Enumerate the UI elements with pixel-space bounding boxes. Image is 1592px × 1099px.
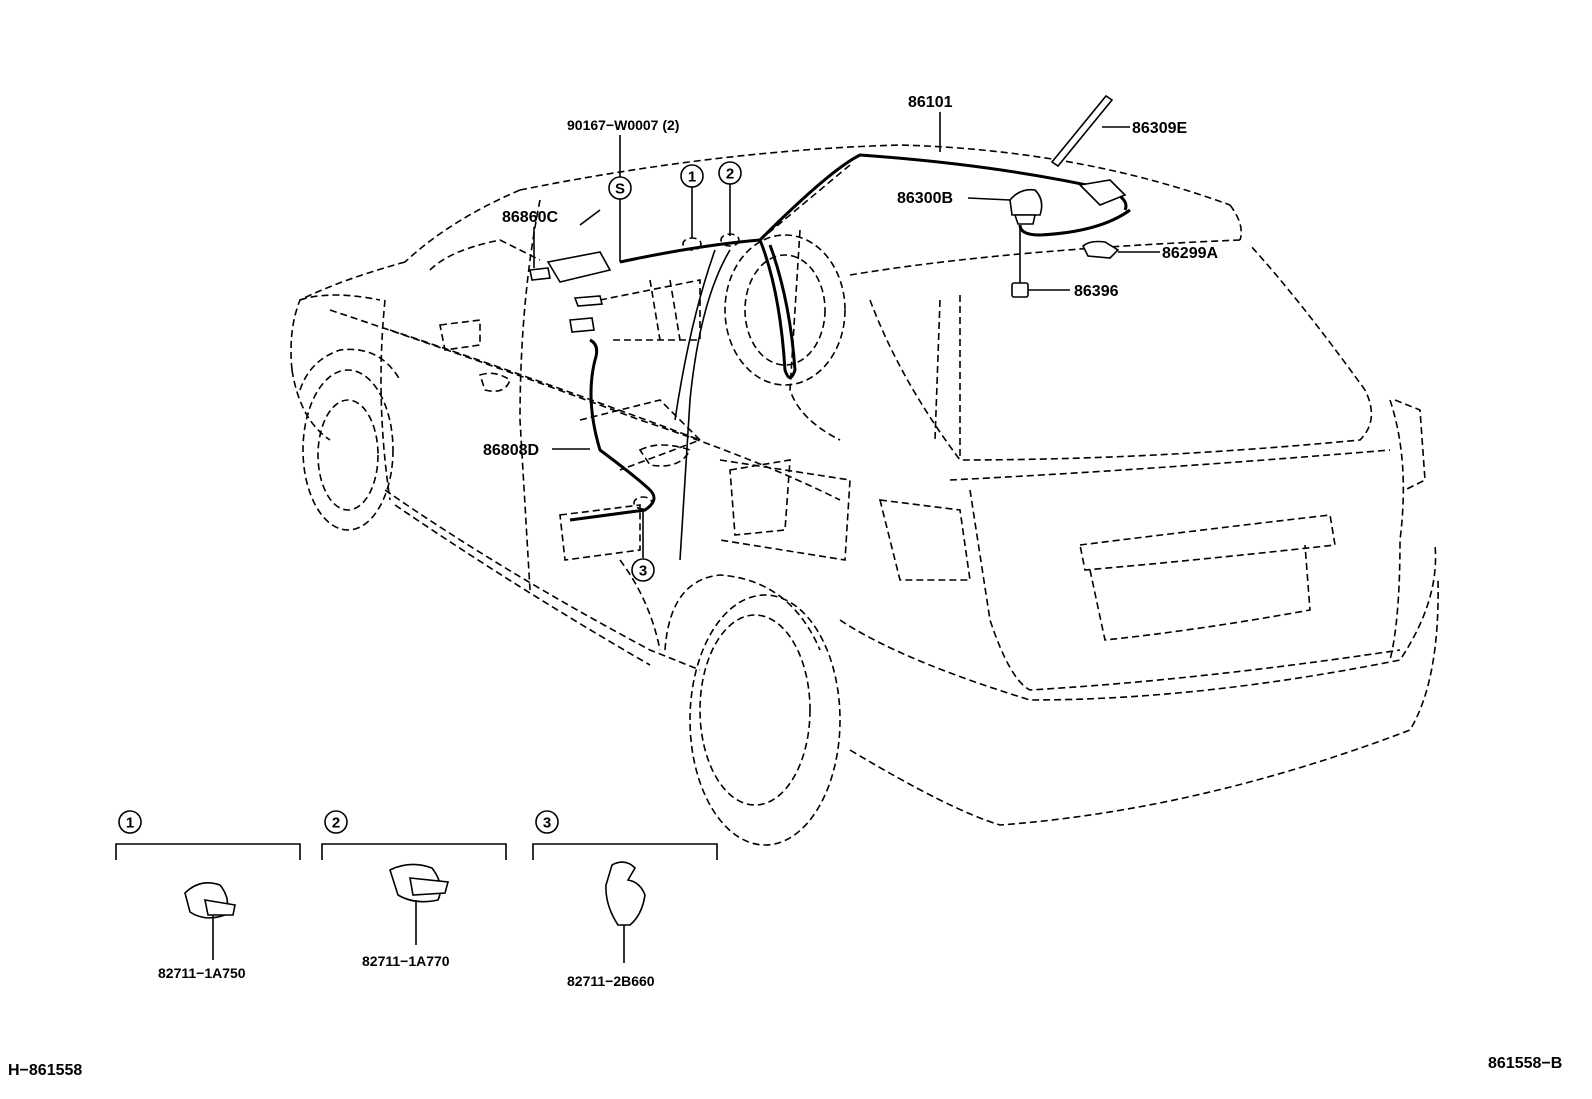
diagram-code-right: 861558−B [1488, 1055, 1562, 1072]
pad-86396 [1011, 282, 1029, 298]
roof-antenna-base-86300B [1009, 188, 1043, 225]
detail-2-marker: 2 [332, 815, 340, 832]
detail-3-part-number: 82711−2B660 [567, 973, 655, 989]
svg-text:2: 2 [726, 166, 734, 183]
label-86299A: 86299A [1162, 245, 1218, 262]
tuner-amplifier-86860C [529, 251, 612, 333]
callout-s: S [608, 176, 632, 200]
antenna-mast-86309E [1050, 94, 1114, 168]
detail-panel-3: 3 82711−2B660 [532, 810, 718, 989]
detail-1-marker: 1 [126, 815, 134, 832]
detail-1-part-number: 82711−1A750 [158, 965, 246, 981]
antenna-cables [569, 153, 1131, 561]
label-86300B: 86300B [897, 190, 953, 207]
detail-2-part-number: 82711−1A770 [362, 953, 450, 969]
callout-3: 3 [631, 558, 655, 582]
svg-text:3: 3 [639, 563, 647, 580]
roof-connector [1078, 179, 1127, 206]
leader-lines [533, 112, 1160, 558]
vehicle-outline [290, 144, 1439, 846]
clamp-position-markers [633, 233, 740, 510]
part-labels: 86101 86309E 90167−W0007 (2) 86860C 8630… [483, 94, 1218, 459]
label-86808D: 86808D [483, 442, 539, 459]
callout-markers: S 1 2 3 [608, 161, 742, 582]
label-86860C: 86860C [502, 209, 558, 226]
label-86396: 86396 [1074, 283, 1119, 300]
label-86309E: 86309E [1132, 120, 1187, 137]
diagram-code-left: H−861558 [8, 1062, 82, 1079]
label-90167-w0007: 90167−W0007 (2) [567, 117, 679, 133]
detail-panel-2: 2 82711−1A770 [321, 810, 507, 969]
detail-panel-1: 1 82711−1A750 [115, 810, 301, 981]
detail-3-marker: 3 [543, 815, 551, 832]
callout-2: 2 [718, 161, 742, 185]
svg-text:1: 1 [688, 169, 696, 186]
svg-text:S: S [615, 181, 625, 198]
callout-1: 1 [680, 164, 704, 188]
label-86101: 86101 [908, 94, 953, 111]
clamp-86299A [1082, 240, 1120, 259]
